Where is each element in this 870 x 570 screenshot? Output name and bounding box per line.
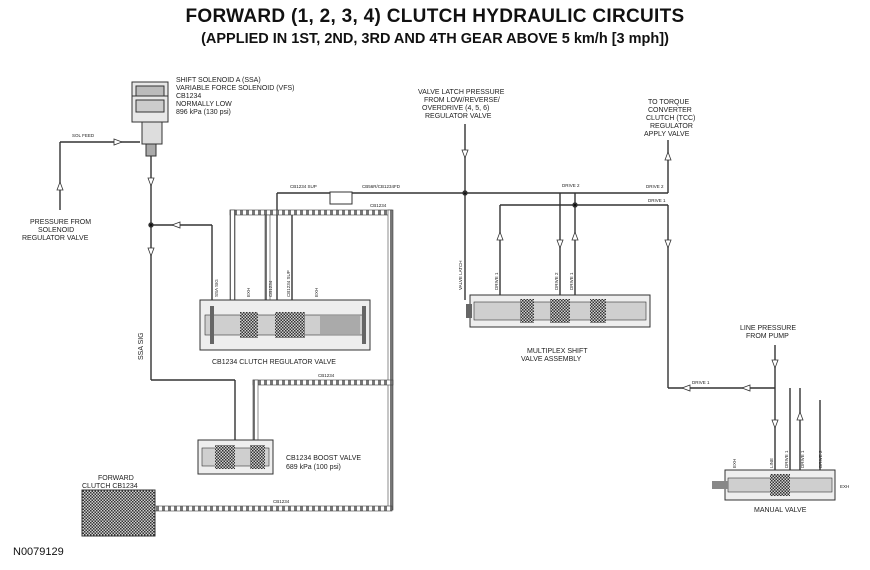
sol-feed-label: SOL FEED — [72, 133, 95, 138]
cb1234-sup-small: CB1234 SUP — [286, 270, 291, 297]
valve-latch-line: REGULATOR VALVE — [425, 113, 492, 120]
exh-small: EXH — [732, 459, 737, 468]
forward-clutch — [81, 489, 156, 537]
multiplex-label: MULTIPLEX SHIFT VALVE ASSEMBLY — [521, 348, 588, 363]
manual-valve — [712, 469, 836, 501]
manual-valve-label: MANUAL VALVE — [754, 507, 807, 514]
valve-latch-small: VALVE LATCH — [458, 260, 463, 290]
sol-feed-line — [56, 138, 140, 210]
drive2-label: DRIVE 2 — [646, 184, 664, 189]
pressure-from-line: PRESSURE FROM — [30, 219, 91, 226]
exh-small: EXH — [246, 288, 251, 297]
multiplex-line: MULTIPLEX SHIFT — [527, 348, 588, 355]
forward-clutch-line: FORWARD — [98, 475, 134, 482]
line-small: LINE — [769, 458, 774, 468]
drive-lines — [496, 193, 775, 392]
cb1234-boost-valve — [197, 439, 274, 475]
diagram-title: FORWARD (1, 2, 3, 4) CLUTCH HYDRAULIC CI… — [185, 6, 685, 27]
solenoid-label: SHIFT SOLENOID A (SSA) VARIABLE FORCE SO… — [176, 77, 295, 116]
diagram-subtitle: (APPLIED IN 1ST, 2ND, 3RD AND 4TH GEAR A… — [201, 31, 669, 47]
cb1234-sup-label: CB1234 SUP — [290, 184, 317, 189]
drive1-small: DRIVE 1 — [569, 272, 574, 290]
exh-small: EXH — [314, 288, 319, 297]
forward-clutch-label: FORWARD CLUTCH CB1234 — [82, 475, 138, 490]
valve-latch-line: VALVE LATCH PRESSURE — [418, 89, 505, 96]
cb1234-top-label: CB1234 — [370, 203, 387, 208]
torque-line: TO TORQUE — [648, 99, 690, 106]
valve-latch-label: VALVE LATCH PRESSURE FROM LOW/REVERSE/ O… — [418, 89, 505, 120]
drive2-label: DRIVE 2 — [562, 183, 580, 188]
line-pressure-line: LINE PRESSURE — [740, 325, 796, 332]
boost-line: CB1234 BOOST VALVE — [286, 455, 361, 462]
pressure-from-line: REGULATOR VALVE — [22, 235, 89, 242]
torque-line: CLUTCH (TCC) — [646, 115, 695, 122]
shift-solenoid — [131, 81, 169, 157]
valve-latch-line: OVERDRIVE (4, 5, 6) — [422, 105, 489, 112]
solenoid-label-line: CB1234 — [176, 93, 201, 100]
solenoid-label-line: SHIFT SOLENOID A (SSA) — [176, 77, 261, 84]
drive1-small: DRIVE 1 — [494, 272, 499, 290]
line-pressure-label: LINE PRESSURE FROM PUMP — [740, 325, 796, 340]
torque-line: CONVERTER — [648, 107, 692, 114]
manual-valve-lines — [771, 345, 821, 470]
cb1234-bot-label: CB1234 — [273, 499, 290, 504]
figure-code: N0079129 — [13, 546, 64, 558]
multiplex-line: VALVE ASSEMBLY — [521, 356, 582, 363]
ssa-sig-line — [147, 156, 236, 440]
forward-clutch-line: CLUTCH CB1234 — [82, 483, 138, 490]
exh-label: EXH — [840, 484, 849, 489]
torque-line: APPLY VALVE — [644, 131, 690, 138]
drive1-small: DRIVE 1 — [784, 450, 789, 468]
ssa-sig-small: SSA SIG — [214, 279, 219, 297]
solenoid-label-line: 896 kPa (130 psi) — [176, 109, 231, 116]
boost-line: 689 kPa (100 psi) — [286, 464, 341, 471]
line-pressure-line: FROM PUMP — [746, 333, 789, 340]
drive2-small: DRIVE 2 — [554, 272, 559, 290]
valve-latch-line — [461, 124, 469, 193]
cb56-label: CB56R/CB1234FD — [362, 184, 401, 189]
pressure-from-label: PRESSURE FROM SOLENOID REGULATOR VALVE — [22, 219, 91, 242]
drive1-small: DRIVE 1 — [800, 450, 805, 468]
cb1234-clutch-regulator-valve — [199, 299, 371, 351]
solenoid-label-line: NORMALLY LOW — [176, 101, 232, 108]
boost-valve-label: CB1234 BOOST VALVE 689 kPa (100 psi) — [286, 455, 361, 471]
pressure-from-line: SOLENOID — [38, 227, 74, 234]
cb1234-mid-label: CB1234 — [318, 373, 335, 378]
drive1-label: DRIVE 1 — [648, 198, 666, 203]
valve-latch-line: FROM LOW/REVERSE/ — [424, 97, 500, 104]
drive2-small: DRIVE 2 — [818, 450, 823, 468]
torque-line: REGULATOR — [650, 123, 693, 130]
cb1234-small: CB1234 — [268, 280, 273, 297]
drive1-label: DRIVE 1 — [692, 380, 710, 385]
solenoid-label-line: VARIABLE FORCE SOLENOID (VFS) — [176, 85, 295, 92]
torque-converter-label: TO TORQUE CONVERTER CLUTCH (TCC) REGULAT… — [644, 99, 695, 138]
regulator-valve-label: CB1234 CLUTCH REGULATOR VALVE — [212, 359, 336, 366]
multiplex-shift-valve — [466, 294, 651, 328]
cb1234-sup-line — [276, 140, 672, 300]
ssa-sig-label: SSA SIG — [138, 332, 145, 360]
